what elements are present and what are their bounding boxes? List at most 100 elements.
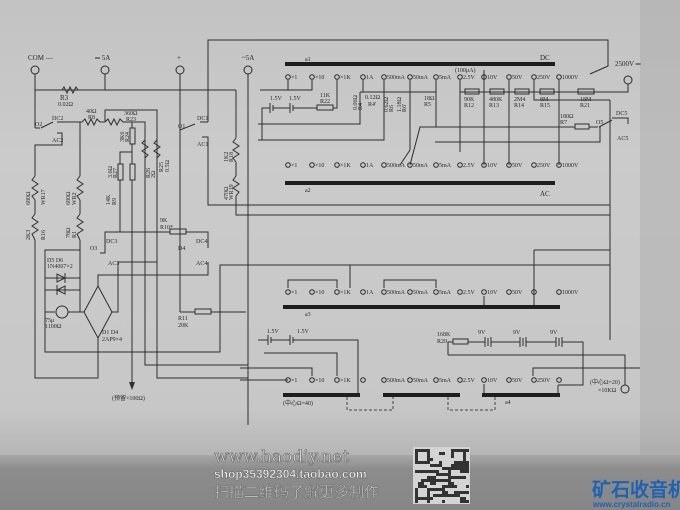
qr-module bbox=[427, 494, 430, 497]
qr-module bbox=[415, 497, 418, 500]
qr-module bbox=[457, 449, 460, 452]
switch-a2-name: a2 bbox=[305, 188, 311, 194]
qr-module bbox=[418, 461, 421, 464]
d5-d6-label: D5 D6 bbox=[47, 258, 63, 264]
qr-module bbox=[457, 464, 460, 467]
qr-module bbox=[415, 491, 418, 494]
switch-ac3-label: AC3 bbox=[108, 261, 119, 267]
qr-module bbox=[424, 449, 427, 452]
switch-o3-label: O3 bbox=[90, 246, 97, 252]
r1-label: R1 bbox=[72, 231, 78, 238]
d5-d6-value: 1N4007×2 bbox=[47, 264, 73, 270]
r10-label: R10* bbox=[160, 225, 173, 231]
qr-module bbox=[442, 473, 445, 476]
qr-module bbox=[460, 497, 463, 500]
switch-o1-label: O1 bbox=[178, 124, 185, 130]
r18-label: R18 bbox=[229, 152, 235, 162]
qr-module bbox=[448, 470, 451, 473]
r6p-label: R6' bbox=[402, 104, 408, 112]
qr-module bbox=[421, 461, 424, 464]
r3-value: 0.02Ω bbox=[58, 102, 74, 108]
qr-module bbox=[436, 494, 439, 497]
switch-ac2-label: AC2 bbox=[52, 138, 63, 144]
switch-contact-icon bbox=[309, 162, 315, 168]
switch-dc5-label: DC5 bbox=[616, 111, 627, 117]
switch-o4-label: D4 bbox=[178, 246, 185, 252]
r4-value: 0.06Ω bbox=[353, 95, 359, 111]
switch-a4-position-label: 500mA bbox=[387, 378, 406, 384]
switch-contact-icon bbox=[334, 162, 340, 168]
qr-module bbox=[430, 479, 433, 482]
qr-module bbox=[436, 473, 439, 476]
qr-module bbox=[451, 482, 454, 485]
switch-a1-position-label: 10V bbox=[487, 75, 498, 81]
qr-module bbox=[424, 479, 427, 482]
qr-module bbox=[436, 470, 439, 473]
switch-a2-position-label: 500mA bbox=[387, 163, 406, 169]
switch-contact-icon bbox=[556, 162, 562, 168]
r24-value: 3K6 bbox=[120, 132, 126, 142]
r23-label: R23 bbox=[126, 117, 136, 123]
switch-contact-icon bbox=[481, 162, 487, 168]
qr-module bbox=[451, 464, 454, 467]
switch-contact-icon bbox=[457, 377, 463, 383]
qr-module bbox=[451, 476, 454, 479]
switch-a3-position-label: ×1K bbox=[340, 290, 351, 296]
qr-module bbox=[460, 491, 463, 494]
qr-module bbox=[448, 473, 451, 476]
switch-a3-position-label: 5mA bbox=[439, 290, 452, 296]
r7-value: 180Ω bbox=[560, 114, 574, 120]
r5-value: 18Ω bbox=[424, 96, 435, 102]
switch-contact-icon bbox=[433, 162, 439, 168]
switch-a2-position-label: 50V bbox=[512, 163, 523, 169]
qr-module bbox=[448, 482, 451, 485]
switch-contact-icon bbox=[556, 377, 562, 383]
switch-contact-icon bbox=[531, 289, 537, 295]
switch-contact-labels: O1 DC1 AC1 O2 DC2 AC2 O3 DC3 AC3 D4 DC4 … bbox=[35, 111, 628, 267]
switch-contact-icon bbox=[360, 289, 366, 295]
switch-a3-position-label: 50V bbox=[512, 290, 523, 296]
qr-module bbox=[427, 461, 430, 464]
qr-module bbox=[454, 449, 457, 452]
r16-label: R16 bbox=[41, 230, 47, 240]
switch-contact-icon bbox=[407, 74, 413, 80]
qr-module bbox=[436, 464, 439, 467]
qr-module bbox=[445, 473, 448, 476]
qr-module bbox=[451, 449, 454, 452]
qr-module bbox=[466, 464, 469, 467]
r15-label: R15 bbox=[540, 103, 550, 109]
d1-d4-value: 2AP9×4 bbox=[102, 337, 122, 343]
battery-9v-2-label: 9V bbox=[513, 330, 521, 336]
switch-contact-icon bbox=[309, 74, 315, 80]
switch-o2-label: O2 bbox=[35, 122, 42, 128]
qr-module bbox=[442, 452, 445, 455]
switch-ac4-label: AC4 bbox=[196, 261, 207, 267]
qr-module bbox=[415, 488, 418, 491]
switch-a1-position-label: 2.5V bbox=[463, 75, 476, 81]
wr19-label: WR19 bbox=[229, 184, 235, 200]
component-labels: R3 0.02Ω 40Ω R8 360Ω R23 3K6 R24 3.6Ω R2… bbox=[26, 93, 592, 402]
qr-module bbox=[439, 464, 442, 467]
switch-contact-icon bbox=[433, 377, 439, 383]
logo-url: www.crystalradio.cn bbox=[592, 500, 671, 509]
switch-a2-position-label: 50mA bbox=[413, 163, 429, 169]
qr-module bbox=[448, 485, 451, 488]
switch-a3-position-label: 1000V bbox=[562, 290, 579, 296]
qr-module bbox=[427, 458, 430, 461]
qr-module bbox=[463, 476, 466, 479]
r27-label: R27 bbox=[113, 168, 119, 178]
qr-module bbox=[430, 476, 433, 479]
qr-module bbox=[433, 482, 436, 485]
qr-module bbox=[454, 491, 457, 494]
wires bbox=[31, 39, 640, 425]
qr-module bbox=[460, 467, 463, 470]
qr-module bbox=[457, 467, 460, 470]
qr-module bbox=[418, 482, 421, 485]
switch-contact-icon bbox=[334, 74, 340, 80]
qr-module bbox=[445, 494, 448, 497]
qr-module bbox=[421, 482, 424, 485]
switch-o5-label: O5 bbox=[596, 120, 603, 126]
qr-module bbox=[430, 497, 433, 500]
r20-value: 168K bbox=[437, 332, 451, 338]
